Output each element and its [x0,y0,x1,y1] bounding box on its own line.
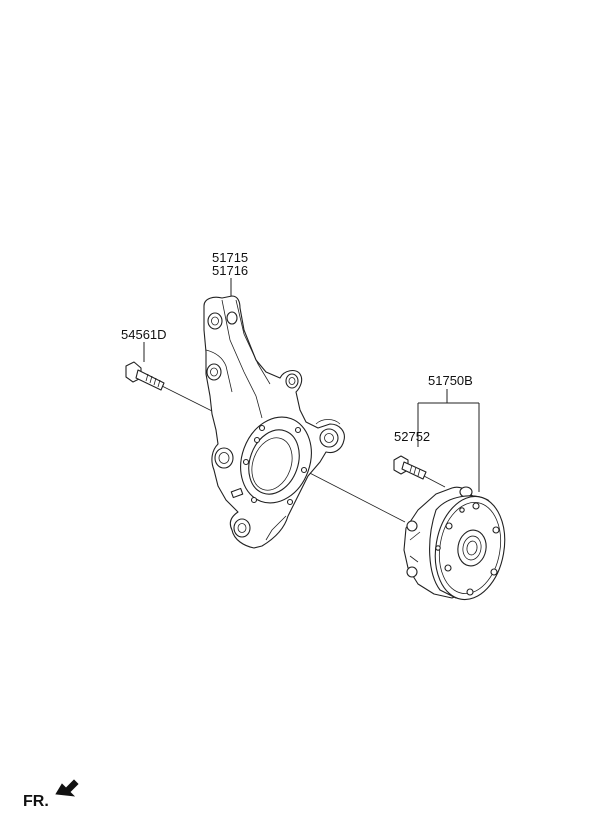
label-51716: 51716 [212,263,248,278]
front-direction-indicator: FR. [23,779,79,810]
fr-label: FR. [23,793,49,810]
hub-assembly-51750b [403,486,506,601]
hub-bolt-52752 [393,455,427,480]
label-54561d: 54561D [121,327,167,342]
steering-knuckle [203,295,345,549]
direction-arrow-icon [55,779,79,797]
label-52752: 52752 [394,429,430,444]
label-51715: 51715 [212,250,248,265]
leader-lines [143,278,480,523]
label-51750b: 51750B [428,373,473,388]
bolt-54561d [125,361,165,391]
